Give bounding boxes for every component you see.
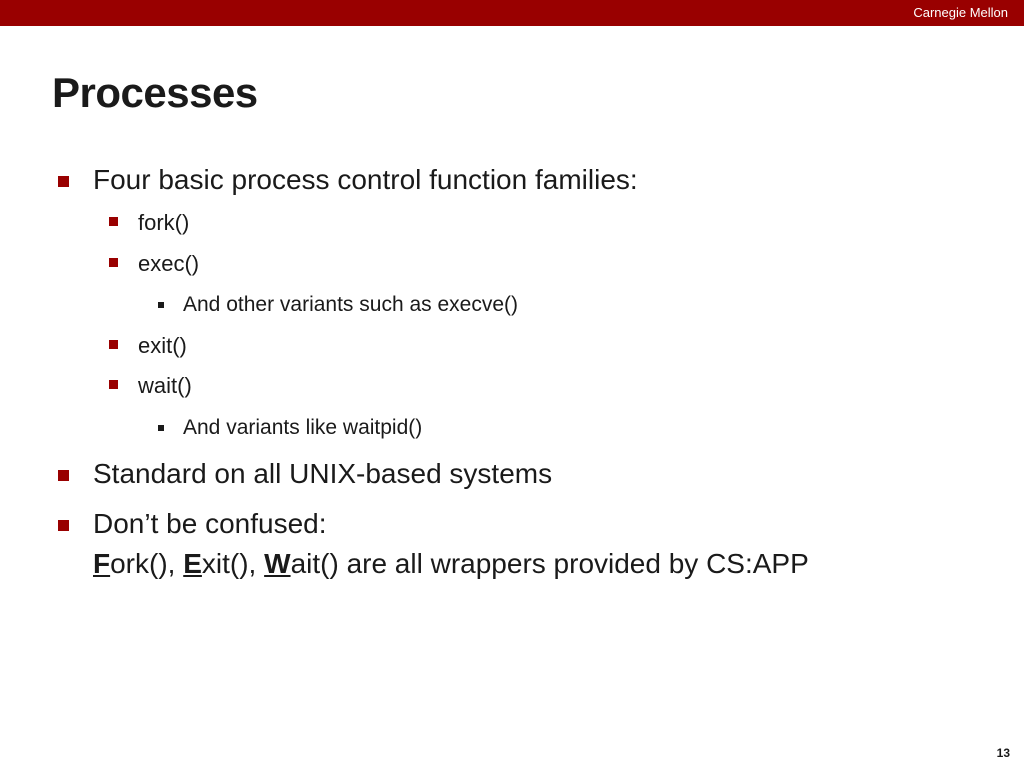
fork-initial: F [93, 548, 111, 579]
bullet-text: And variants like waitpid() [183, 416, 423, 439]
fork-rest: ork(), [110, 548, 184, 579]
bullet-text: Don’t be confused: [93, 508, 327, 539]
wait-initial: W [264, 548, 291, 579]
bullet-unix-standard: Standard on all UNIX-based systems [58, 457, 553, 491]
small-square-bullet-icon [158, 302, 164, 308]
sub-bullet-exit: exit() [109, 332, 187, 360]
sub-bullet-fork: fork() [109, 209, 190, 237]
exit-initial: E [183, 548, 202, 579]
bullet-dont-be-confused: Don’t be confused: [58, 507, 327, 541]
small-square-bullet-icon [158, 425, 164, 431]
square-bullet-icon [58, 470, 69, 481]
sub-sub-bullet-waitpid: And variants like waitpid() [158, 414, 423, 442]
slide-title: Processes [52, 69, 258, 116]
square-bullet-icon [58, 176, 69, 187]
wrappers-line: Fork(), Exit(), Wait() are all wrappers … [93, 547, 809, 581]
bullet-function-families: Four basic process control function fami… [58, 163, 638, 197]
page-number: 13 [996, 746, 1010, 760]
bullet-text: Four basic process control function fami… [93, 164, 638, 195]
bullet-text: Standard on all UNIX-based systems [93, 458, 553, 489]
square-bullet-icon [109, 217, 118, 226]
square-bullet-icon [109, 340, 118, 349]
square-bullet-icon [109, 380, 118, 389]
bullet-text: exec() [138, 251, 200, 276]
institution-name: Carnegie Mellon [913, 5, 1008, 20]
square-bullet-icon [109, 258, 118, 267]
wait-rest: ait() are all wrappers provided by CS:AP… [290, 548, 809, 579]
sub-bullet-exec: exec() [109, 250, 200, 278]
sub-sub-bullet-execve: And other variants such as execve() [158, 291, 518, 319]
sub-bullet-wait: wait() [109, 372, 192, 400]
bullet-text: And other variants such as execve() [183, 293, 518, 316]
bullet-text: exit() [138, 333, 187, 358]
exit-rest: xit(), [201, 548, 265, 579]
bullet-text: wait() [138, 373, 192, 398]
bullet-text: fork() [138, 210, 190, 235]
square-bullet-icon [58, 520, 69, 531]
header-bar: Carnegie Mellon [0, 0, 1024, 26]
